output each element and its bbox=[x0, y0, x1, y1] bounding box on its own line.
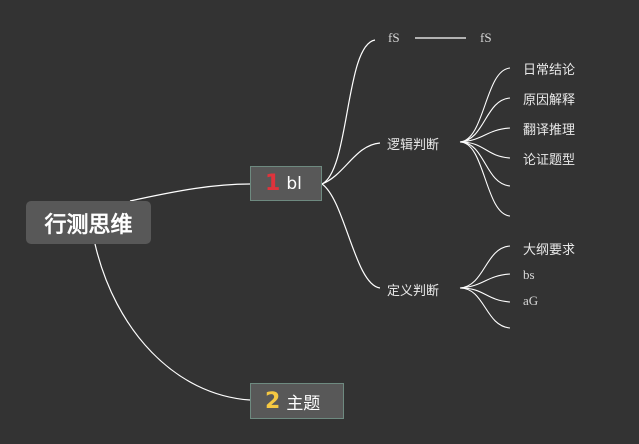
connector-definition-child-3 bbox=[459, 287, 511, 303]
connector-logic-child-6 bbox=[459, 141, 511, 217]
connector-topic1-definition bbox=[321, 183, 381, 289]
root-label: 行测思维 bbox=[44, 212, 133, 238]
connector-logic-child-1 bbox=[459, 67, 511, 143]
number-1-icon: 1 bbox=[265, 171, 281, 196]
connector-root-topic1 bbox=[129, 183, 251, 202]
branch-logic[interactable]: 逻辑判断 bbox=[387, 138, 440, 153]
topic-node-1[interactable]: 1 bl bbox=[250, 166, 322, 201]
logic-child-2[interactable]: 原因解释 bbox=[523, 93, 576, 108]
definition-child-3[interactable]: aG bbox=[523, 293, 539, 308]
logic-child-4[interactable]: 论证题型 bbox=[523, 153, 576, 168]
root-node[interactable]: 行测思维 bbox=[26, 201, 151, 244]
topic-1-label: bl bbox=[286, 173, 302, 194]
connector-definition-child-4 bbox=[459, 287, 511, 329]
topic-2-label: 主题 bbox=[286, 393, 321, 414]
branch-fs-left[interactable]: fS bbox=[388, 30, 400, 45]
connector-logic-child-3 bbox=[459, 127, 511, 143]
connector-logic-child-4 bbox=[459, 141, 511, 159]
connector-topic1-fs bbox=[321, 39, 376, 185]
connector-root-topic2 bbox=[94, 243, 251, 401]
topic-node-2[interactable]: 2 主题 bbox=[250, 383, 344, 419]
connector-definition-child-1 bbox=[459, 245, 511, 289]
definition-child-1[interactable]: 大纲要求 bbox=[523, 243, 576, 258]
logic-child-1[interactable]: 日常结论 bbox=[523, 63, 576, 78]
definition-child-2[interactable]: bs bbox=[523, 267, 535, 282]
connector-definition-child-2 bbox=[459, 273, 511, 289]
connector-logic-child-2 bbox=[459, 97, 511, 143]
number-2-icon: 2 bbox=[265, 388, 281, 414]
branch-fs-right[interactable]: fS bbox=[480, 30, 492, 45]
connector-topic1-logic bbox=[321, 142, 381, 185]
connector-logic-child-5 bbox=[459, 141, 511, 187]
logic-child-3[interactable]: 翻译推理 bbox=[523, 123, 576, 138]
branch-definition[interactable]: 定义判断 bbox=[387, 284, 440, 299]
